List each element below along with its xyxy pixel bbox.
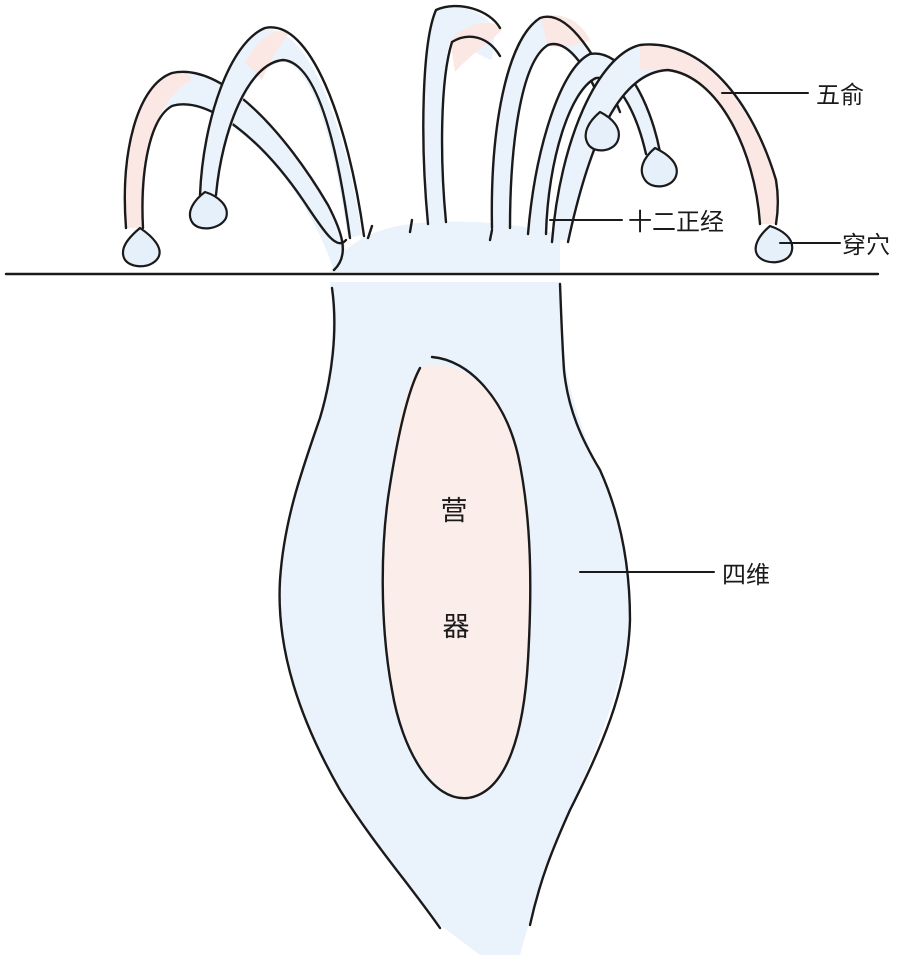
limb-1-tip (124, 71, 192, 228)
limb-4-tip (540, 15, 590, 48)
body-outline-right (528, 282, 632, 927)
organ-fill (382, 365, 530, 799)
organ-group: 营 器 (381, 355, 532, 800)
limb-6-outer (550, 43, 780, 244)
limb-3-tip (450, 22, 502, 73)
limb-6-tip (640, 44, 778, 225)
limb-2-outer (198, 26, 366, 238)
organ-char-1: 营 (441, 496, 468, 527)
droplet-1 (121, 226, 161, 268)
label-wu-shu: 五俞 (816, 81, 864, 109)
limb-3-fill (423, 6, 495, 223)
label-xue: 穿穴 (842, 231, 890, 259)
body-outline-left (278, 286, 442, 930)
limb-5-fill (528, 54, 660, 232)
limb-2-fill (200, 29, 362, 238)
droplet-2 (188, 190, 228, 230)
droplet-5 (754, 224, 794, 264)
labels-group: 五俞 十二正经 穿穴 四维 (549, 81, 890, 589)
limb-5-inner (544, 76, 648, 236)
label-si-wei: 四维 (722, 561, 770, 589)
limb-base-stroke-3 (488, 228, 494, 242)
limb-base-stroke-1 (366, 224, 374, 240)
limb-6-inner (566, 68, 762, 244)
limb-3-inner (440, 35, 502, 224)
droplet-4 (640, 146, 678, 188)
organ-char-2: 器 (443, 612, 470, 643)
droplets-group (121, 110, 794, 268)
limb-base-fill (330, 221, 560, 272)
organ-outline (381, 355, 532, 800)
limb-base-stroke-2 (408, 218, 414, 234)
upper-limbs-group (123, 4, 780, 272)
limb-1-fill (124, 71, 350, 272)
limb-2-inner (214, 58, 352, 240)
label-shi-er-jing: 十二正经 (628, 208, 724, 236)
droplet-3 (584, 110, 620, 152)
limb-5-outer (526, 52, 662, 236)
limb-3-outer (422, 4, 502, 226)
limb-2-tip (245, 30, 290, 80)
